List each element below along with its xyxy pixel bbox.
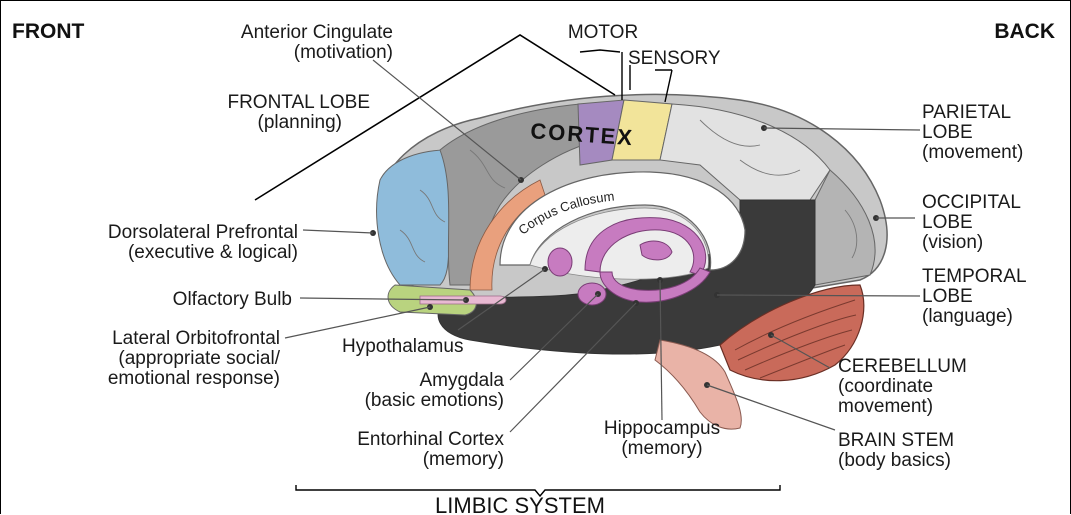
hippocampus-sublabel: (memory) (621, 438, 702, 459)
amygdala-structure (578, 283, 606, 305)
lateral-orbitofrontal-sublabel-2: emotional response) (108, 368, 280, 389)
anterior-cingulate-sublabel: (motivation) (294, 42, 393, 63)
dorsolateral-prefrontal-label: Dorsolateral Prefrontal (108, 222, 298, 243)
entorhinal-cortex-label: Entorhinal Cortex (357, 429, 504, 450)
dorsolateral-prefrontal-sublabel: (executive & logical) (128, 242, 298, 263)
sensory-label: SENSORY (628, 48, 721, 69)
parietal-lobe-label: PARIETAL (922, 102, 1011, 123)
cerebellum-sublabel: (coordinate (838, 376, 933, 397)
frontal-lobe-sublabel: (planning) (258, 112, 343, 133)
front-label: FRONT (12, 20, 84, 43)
hypothalamus-structure (548, 248, 572, 276)
lateral-orbitofrontal-label: Lateral Orbitofrontal (112, 328, 280, 349)
entorhinal-cortex-sublabel: (memory) (423, 449, 504, 470)
brain-stem-sublabel: (body basics) (838, 450, 951, 471)
parietal-lobe-label-2: LOBE (922, 122, 973, 143)
back-label: BACK (994, 20, 1055, 43)
motor-label: MOTOR (568, 22, 638, 43)
temporal-lobe-label-2: LOBE (922, 286, 973, 307)
cerebellum-sublabel-2: movement) (838, 396, 933, 417)
olfactory-bulb-label: Olfactory Bulb (173, 289, 292, 310)
brain-stem-label: BRAIN STEM (838, 430, 954, 451)
cerebellum-label: CEREBELLUM (838, 356, 967, 377)
occipital-lobe-sublabel: (vision) (922, 232, 983, 253)
amygdala-sublabel: (basic emotions) (365, 390, 504, 411)
limbic-system-label: LIMBIC SYSTEM (435, 493, 605, 515)
hypothalamus-label: Hypothalamus (342, 336, 463, 357)
amygdala-label: Amygdala (420, 370, 505, 391)
temporal-lobe-label: TEMPORAL (922, 266, 1027, 287)
frontal-lobe-label: FRONTAL LOBE (227, 92, 370, 113)
hippocampus-label: Hippocampus (604, 418, 720, 439)
temporal-lobe-sublabel: (language) (922, 306, 1013, 327)
occipital-lobe-label: OCCIPITAL (922, 192, 1021, 213)
lateral-orbitofrontal-sublabel: (appropriate social/ (118, 348, 280, 369)
anterior-cingulate-label: Anterior Cingulate (241, 22, 393, 43)
parietal-lobe-sublabel: (movement) (922, 142, 1023, 163)
occipital-lobe-label-2: LOBE (922, 212, 973, 233)
